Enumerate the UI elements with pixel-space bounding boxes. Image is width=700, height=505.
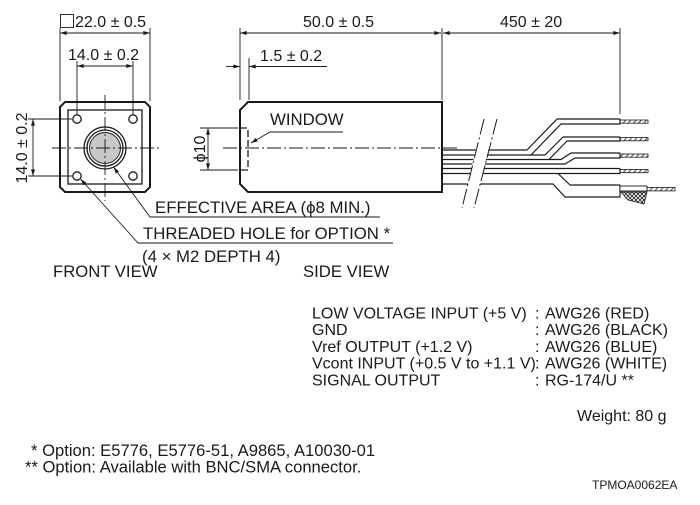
wiring-row: GND : AWG26 (BLACK) — [312, 322, 668, 339]
square-symbol-icon — [60, 14, 74, 28]
wire-edge — [442, 168, 621, 175]
signal-name: LOW VOLTAGE INPUT (+5 V) — [312, 306, 527, 323]
cable-bundle — [442, 118, 676, 210]
separator: : — [535, 356, 539, 373]
effective-area-label: EFFECTIVE AREA (ϕ8 MIN.) — [155, 198, 370, 217]
coax-braid-shield — [620, 191, 648, 205]
threaded-hole-icon — [72, 171, 82, 181]
wire-blue — [442, 152, 649, 165]
wire-edge — [442, 137, 621, 161]
coax-edge — [442, 183, 621, 198]
coax-dielectric — [619, 185, 648, 192]
threaded-hole-icon — [128, 114, 138, 124]
window-offset-label: 1.5 ± 0.2 — [260, 48, 322, 65]
wiring-table: LOW VOLTAGE INPUT (+5 V) : AWG26 (RED) G… — [312, 306, 668, 390]
break-line — [473, 118, 498, 209]
drawing-number: TPMOA0062EA — [592, 478, 677, 492]
signal-name: GND — [312, 322, 348, 339]
coax-edge — [557, 173, 620, 186]
body-length-label: 50.0 ± 0.5 — [303, 14, 374, 31]
stripped-conductor — [619, 119, 649, 124]
threaded-hole-icon — [72, 114, 82, 124]
stripped-conductor — [619, 137, 649, 142]
coax-signal-cable — [442, 173, 676, 205]
side-view: 50.0 ± 0.5 1.5 ± 0.2 450 ± 20 ϕ10 WINDOW — [192, 14, 676, 210]
threaded-hole-callout: THREADED HOLE for OPTION * (4 × M2 DEPTH… — [80, 178, 393, 266]
wiring-row: LOW VOLTAGE INPUT (+5 V) : AWG26 (RED) — [312, 306, 649, 323]
signal-name: Vcont INPUT (+0.5 V to +1.1 V) — [312, 356, 536, 373]
cable-type: AWG26 (RED) — [545, 306, 649, 323]
footnote: * Option: E5776, E5776-51, A9865, A10030… — [31, 441, 375, 460]
wire-black — [442, 136, 649, 161]
separator: : — [535, 306, 539, 323]
threaded-hole-spec: (4 × M2 DEPTH 4) — [142, 247, 280, 266]
stripped-conductor — [619, 169, 649, 174]
hole-pitch-horizontal-label: 14.0 ± 0.2 — [68, 47, 139, 64]
outer-size-dimension: 22.0 ± 0.5 — [59, 14, 151, 101]
leader-line — [80, 178, 393, 244]
footnote: ** Option: Available with BNC/SMA connec… — [25, 458, 361, 477]
window-label: WINDOW — [270, 110, 344, 129]
front-view: 22.0 ± 0.5 14.0 ± 0.2 14.0 ± 0.2 — [14, 14, 160, 201]
weight-label: Weight: 80 g — [577, 408, 667, 425]
wiring-row: Vref OUTPUT (+1.2 V) : AWG26 (BLUE) — [312, 339, 657, 356]
hole-pitch-vertical-dimension: 14.0 ± 0.2 — [14, 112, 72, 184]
coax-center-conductor — [646, 187, 676, 192]
window-callout: WINDOW — [250, 110, 344, 144]
front-view-title: FRONT VIEW — [53, 262, 158, 281]
cable-type: AWG26 (WHITE) — [545, 356, 667, 373]
cable-length-dimension: 450 ± 20 — [442, 14, 621, 114]
front-body-outline — [59, 101, 151, 193]
leader-line — [113, 166, 380, 218]
outer-size-label: 22.0 ± 0.5 — [75, 14, 146, 31]
cable-length-label: 450 ± 20 — [500, 14, 562, 31]
cable-type: RG-174/U ** — [545, 372, 634, 389]
separator: : — [535, 339, 539, 356]
leader-line — [250, 131, 343, 144]
wire-edge — [549, 152, 620, 161]
hole-pitch-horizontal-dimension: 14.0 ± 0.2 — [68, 47, 139, 114]
body-length-dimension: 50.0 ± 0.5 — [239, 14, 443, 100]
window-offset-dimension: 1.5 ± 0.2 — [226, 48, 327, 100]
effective-area-callout: EFFECTIVE AREA (ϕ8 MIN.) — [113, 166, 380, 218]
signal-name: SIGNAL OUTPUT — [312, 372, 441, 389]
threaded-hole-icon — [128, 171, 138, 181]
separator: : — [535, 322, 539, 339]
cable-type: AWG26 (BLUE) — [545, 339, 657, 356]
wiring-row: Vcont INPUT (+0.5 V to +1.1 V) : AWG26 (… — [312, 356, 667, 373]
wire-edge — [531, 136, 620, 156]
cable-type: AWG26 (BLACK) — [545, 322, 668, 339]
separator: : — [535, 372, 539, 389]
side-view-title: SIDE VIEW — [303, 262, 389, 281]
cable-break-gap — [462, 118, 496, 210]
stripped-conductor — [619, 153, 649, 158]
window-outline-hidden — [240, 127, 249, 171]
break-line — [461, 118, 485, 209]
wiring-row: SIGNAL OUTPUT : RG-174/U ** — [312, 372, 634, 389]
signal-name: Vref OUTPUT (+1.2 V) — [312, 339, 472, 356]
threaded-hole-label: THREADED HOLE for OPTION * — [143, 224, 391, 243]
window-diameter-dimension: ϕ10 — [192, 127, 238, 171]
window-diameter-label: ϕ10 — [192, 136, 209, 163]
hole-pitch-vertical-label: 14.0 ± 0.2 — [14, 112, 31, 183]
side-body-outline — [239, 101, 443, 193]
